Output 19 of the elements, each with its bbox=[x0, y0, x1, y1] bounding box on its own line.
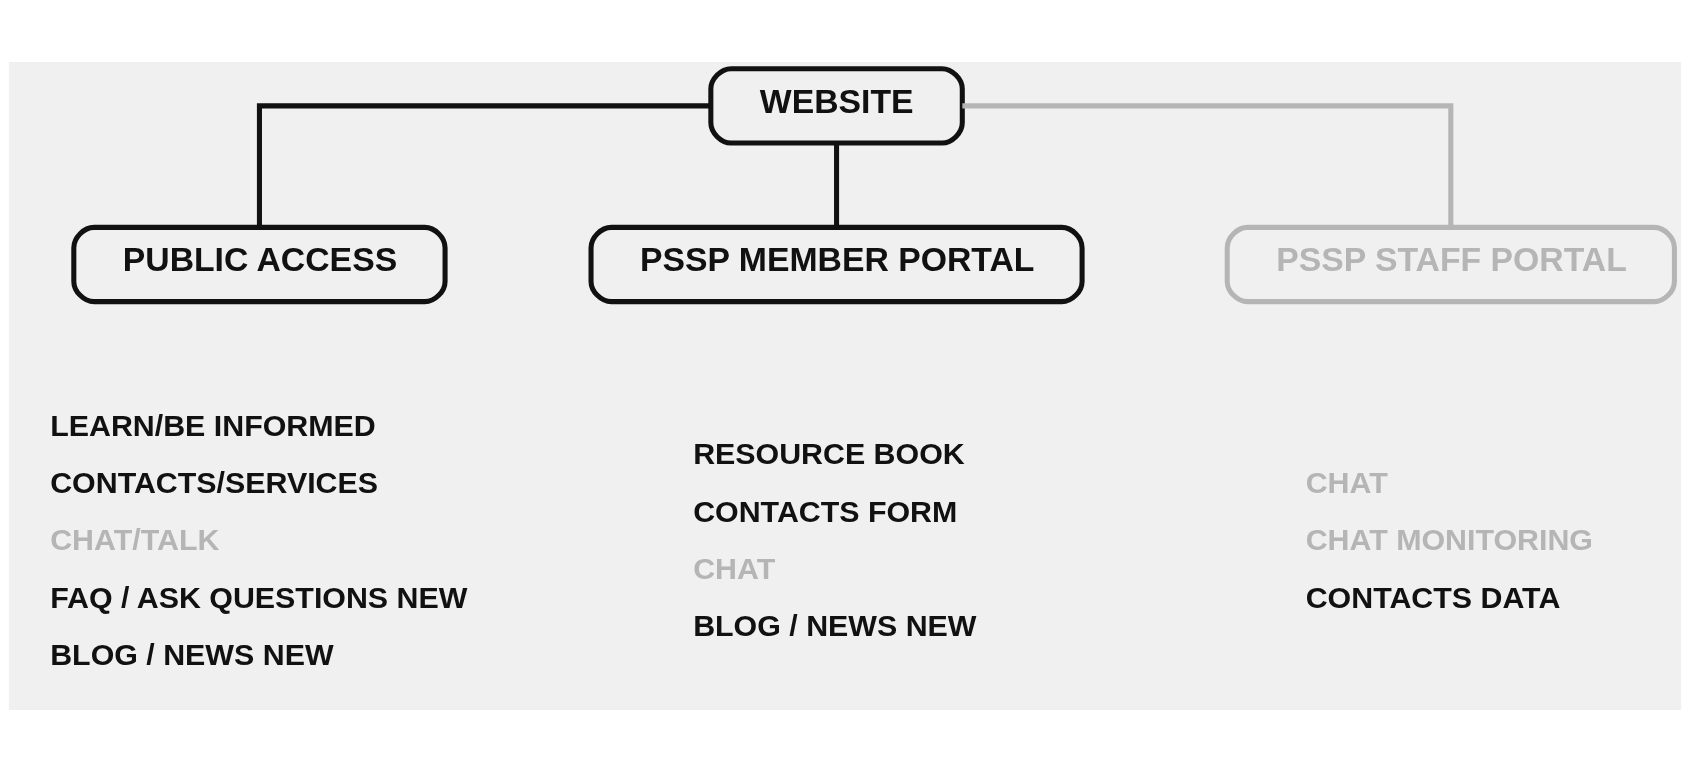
node-box: PUBLIC ACCESS bbox=[71, 224, 448, 304]
node-label: CONTACTS/SERVICES bbox=[50, 465, 379, 499]
node-label: CHAT/TALK bbox=[50, 522, 220, 556]
node-box: PSSP STAFF PORTAL bbox=[1224, 224, 1677, 304]
connector bbox=[256, 102, 711, 227]
node-box: WEBSITE bbox=[708, 65, 965, 146]
node-label: FAQ / ASK QUESTIONS NEW bbox=[50, 580, 468, 614]
node-label: BLOG / NEWS NEW bbox=[50, 637, 334, 671]
node-label: LEARN/BE INFORMED bbox=[50, 408, 376, 442]
node-box: PSSP MEMBER PORTAL bbox=[588, 224, 1085, 304]
connector bbox=[962, 102, 1454, 227]
node-label: CHAT MONITORING bbox=[1305, 522, 1593, 556]
node-label: RESOURCE BOOK bbox=[693, 436, 965, 470]
node-label: CONTACTS FORM bbox=[693, 494, 958, 528]
node-label: CHAT bbox=[1305, 465, 1388, 499]
connector bbox=[834, 142, 840, 227]
node-label: CONTACTS DATA bbox=[1305, 580, 1561, 614]
node-label: BLOG / NEWS NEW bbox=[693, 608, 977, 642]
node-label: CHAT bbox=[693, 551, 776, 585]
